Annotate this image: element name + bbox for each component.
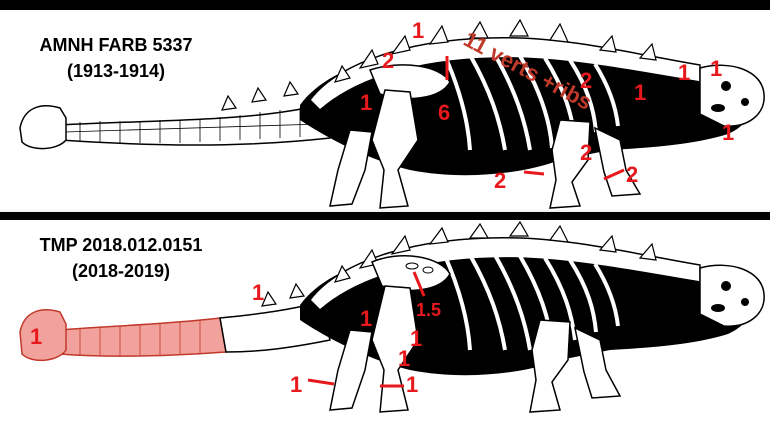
count-label: 6 — [438, 100, 450, 125]
count-label: 1 — [722, 120, 734, 145]
count-label: 1 — [360, 306, 372, 331]
middle-divider-bar — [0, 212, 770, 220]
count-label: 1 — [412, 18, 424, 43]
panel-amnh: AMNH FARB 5337 (1913-1914) — [0, 10, 770, 213]
count-label: 1.5 — [416, 300, 441, 320]
count-label: 1 — [406, 372, 418, 397]
count-label: 1 — [410, 326, 422, 351]
count-label: 1 — [710, 56, 722, 81]
skeleton-diagram-amnh: 1 2 6 11 verts +ribs 2 1 1 1 1 1 2 2 2 — [0, 10, 770, 213]
count-label: 2 — [382, 48, 394, 73]
count-label: 2 — [626, 162, 638, 187]
fore-limb — [530, 320, 570, 412]
skull — [700, 265, 764, 326]
hind-limb-far — [330, 330, 372, 410]
count-label: 2 — [580, 140, 592, 165]
tail-club-count-label: 1 — [30, 324, 42, 349]
count-label: 1 — [252, 280, 264, 305]
count-label: 2 — [580, 68, 592, 93]
count-label: 1 — [290, 372, 302, 397]
panel-tmp: TMP 2018.012.0151 (2018-2019) — [0, 220, 770, 433]
tail-club-highlighted — [20, 310, 66, 361]
tail-club — [20, 106, 66, 149]
count-label: 1 — [360, 90, 372, 115]
count-label: 1 — [398, 346, 410, 371]
top-divider-bar — [0, 0, 770, 10]
count-label: 1 — [634, 80, 646, 105]
skeleton-diagram-tmp: 1 1 1.5 1 1 1 1 1 — [0, 220, 770, 433]
count-label: 2 — [494, 168, 506, 193]
tail-highlighted — [60, 318, 226, 356]
count-label: 1 — [678, 60, 690, 85]
hind-limb-far — [330, 130, 372, 206]
